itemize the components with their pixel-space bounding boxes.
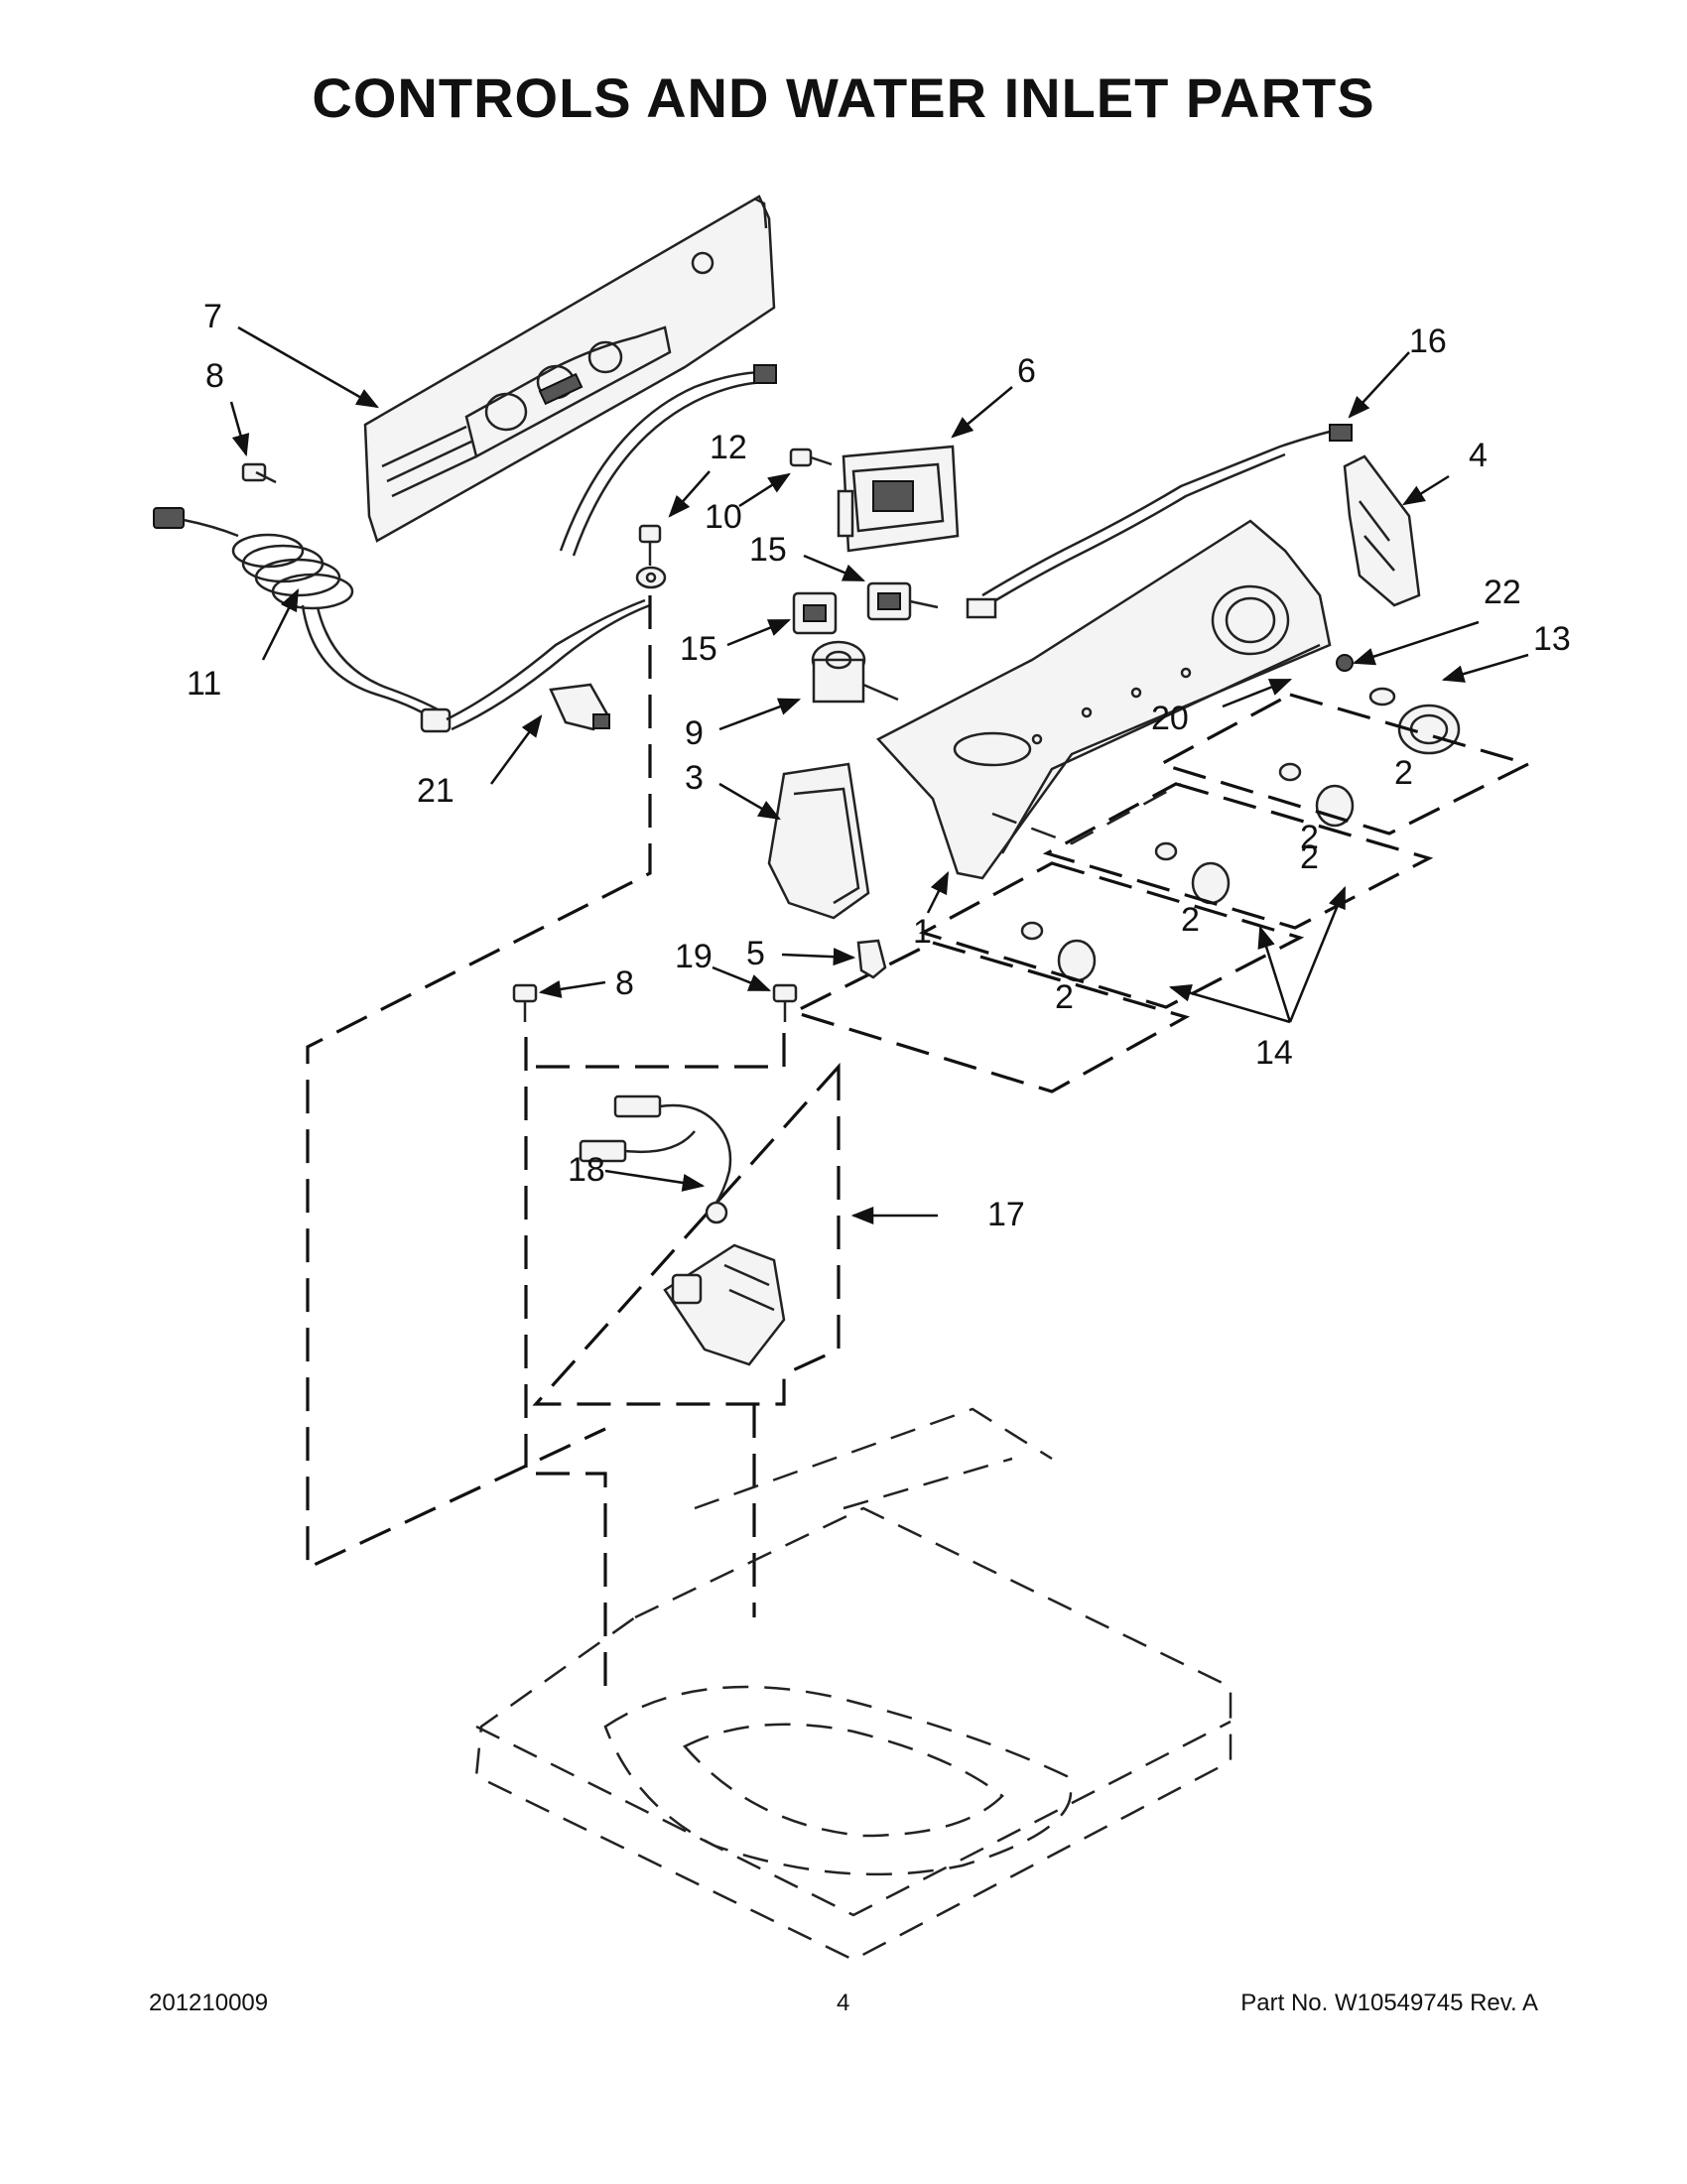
- power-cord: [153, 507, 452, 733]
- callout-5: 5: [746, 935, 765, 972]
- end-cap-4: [1343, 454, 1421, 607]
- footer-page-number: 4: [837, 1990, 850, 2016]
- callout-19: 19: [675, 938, 713, 975]
- callout-11: 11: [187, 665, 221, 703]
- callout-10: 10: [705, 498, 742, 536]
- callout-9: 9: [685, 714, 704, 752]
- knob-assembly-outlines: [789, 693, 1533, 1093]
- callout-18: 18: [568, 1151, 605, 1189]
- switch-15-lower: [792, 591, 838, 635]
- callout-4: 4: [1469, 437, 1488, 474]
- water-valve-assembly-17: [532, 1032, 841, 1406]
- callout-22: 22: [1484, 574, 1521, 611]
- assembly-paths: [306, 595, 756, 1687]
- callout-2-b: 2: [1300, 838, 1319, 876]
- callout-17: 17: [987, 1196, 1025, 1233]
- screw-12: [635, 524, 667, 589]
- console-1: [875, 519, 1332, 880]
- page-title: CONTROLS AND WATER INLET PARTS: [312, 66, 1375, 129]
- callout-16: 16: [1409, 322, 1447, 360]
- clip-21: [549, 683, 610, 731]
- footer-part-number: Part No. W10549745 Rev. A: [1240, 1990, 1538, 2016]
- callout-8-top: 8: [205, 357, 224, 395]
- knob-2-c: [1020, 921, 1097, 982]
- callout-8-lower: 8: [615, 964, 634, 1002]
- water-valve: [663, 1243, 786, 1366]
- callout-21: 21: [417, 772, 454, 810]
- callout-6: 6: [1017, 352, 1036, 390]
- switch-15-upper: [866, 581, 939, 621]
- knob-2-b: [1154, 841, 1231, 905]
- callout-15-upper: 15: [749, 531, 787, 569]
- callout-2-e: 2: [1055, 978, 1074, 1016]
- screw-8-top: [241, 462, 277, 484]
- rear-control-panel: [363, 194, 776, 543]
- callout-12: 12: [710, 429, 747, 466]
- selector-switch-9: [811, 640, 899, 704]
- callout-2-d: 2: [1300, 819, 1319, 856]
- knob-2-row: [1020, 762, 1355, 982]
- footer-date-code: 201210009: [149, 1990, 269, 2016]
- callout-3: 3: [685, 759, 704, 797]
- callout-1: 1: [913, 913, 932, 951]
- screw-19: [772, 983, 798, 1022]
- callout-2-a: 2: [1394, 754, 1413, 792]
- control-board: [837, 445, 960, 553]
- screw-10: [789, 448, 833, 467]
- leader-lines: [229, 325, 1529, 1224]
- clip-5: [856, 939, 887, 979]
- wire-harness-16: [966, 424, 1353, 619]
- screw-8-lower: [512, 983, 538, 1022]
- callout-14: 14: [1255, 1034, 1293, 1072]
- callout-7: 7: [203, 298, 222, 335]
- callout-13: 13: [1533, 620, 1571, 658]
- valve-harness-18: [579, 1094, 732, 1224]
- callout-20: 20: [1151, 700, 1189, 737]
- dispenser-cover-3: [767, 762, 870, 920]
- callout-15-lower: 15: [680, 630, 717, 668]
- cabinet-top: [474, 1407, 1233, 1962]
- ground-wire: [446, 364, 777, 731]
- knob-hub: [1336, 654, 1461, 755]
- callout-2-c: 2: [1181, 901, 1200, 939]
- callout-labels: 7 8 11 12 10 21 6 15 15 9 3 1 5 19 8 18 …: [187, 298, 1571, 1233]
